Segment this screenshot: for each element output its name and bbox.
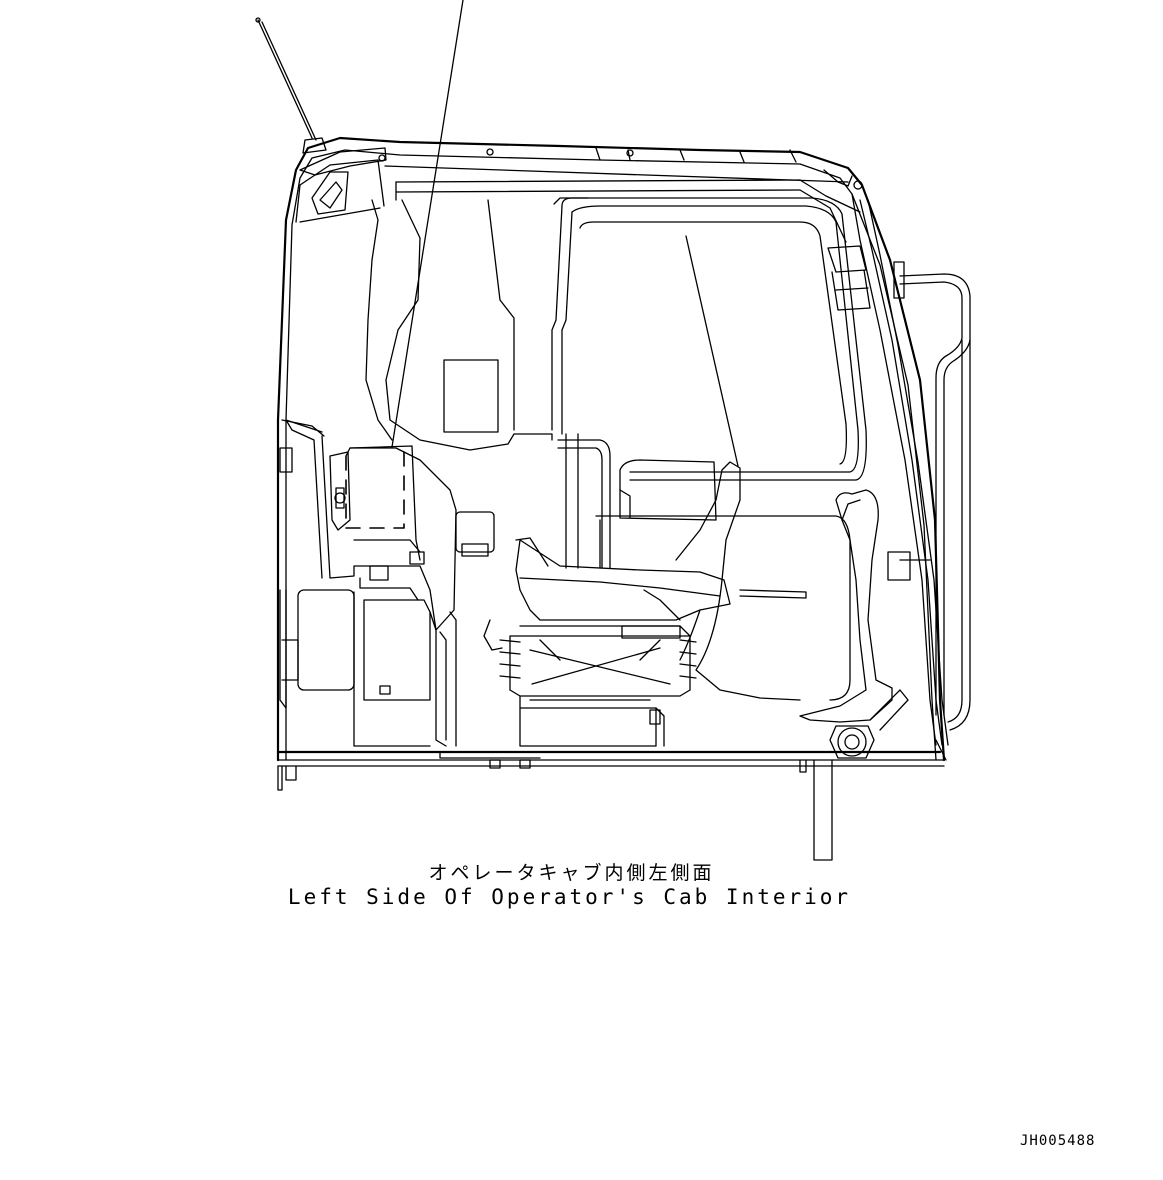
leader-line xyxy=(391,0,464,448)
antenna xyxy=(255,17,327,154)
rear-window xyxy=(551,197,867,481)
right-console-lever xyxy=(799,489,909,759)
drawing-number: JH005488 xyxy=(1020,1133,1096,1149)
caption-japanese: オペレータキャブ内側左側面 xyxy=(428,862,715,884)
left-console xyxy=(365,197,611,569)
caption-english: Left Side Of Operator's Cab Interior xyxy=(287,885,852,909)
fuse-panel xyxy=(279,419,495,631)
cab-floor-base xyxy=(276,739,947,861)
rear-pillar-and-handrail xyxy=(827,193,971,746)
cab-outer-frame xyxy=(276,136,946,762)
operator-seat xyxy=(483,459,851,747)
storage-box xyxy=(279,589,457,747)
